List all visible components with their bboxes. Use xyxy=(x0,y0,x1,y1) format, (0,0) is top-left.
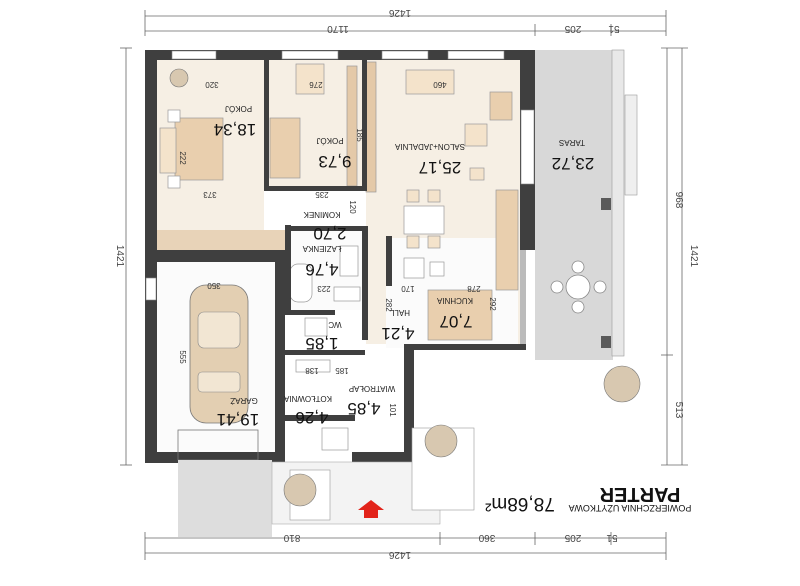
room-name-kotlownia: KOTŁOWNIA xyxy=(283,394,332,403)
room-area-salon: 25,17 xyxy=(419,158,462,177)
room-name-salon: SALON+JADALNIA xyxy=(394,142,465,151)
dim-top-a: 1170 xyxy=(327,23,349,34)
room-name-pokoj2: POKÓJ xyxy=(316,136,343,145)
room-name-hall: HALL xyxy=(389,308,410,317)
room-name-wiatrolap: WIATROŁAP xyxy=(349,384,396,393)
room-area-wc: 1,85 xyxy=(305,334,338,353)
dim-373: 373 xyxy=(203,190,217,199)
dim-right-a: 968 xyxy=(673,192,684,209)
dim-460: 460 xyxy=(433,80,447,89)
dim-276: 276 xyxy=(309,80,323,89)
dim-bottom-a: 810 xyxy=(283,532,300,543)
terrace xyxy=(535,49,638,360)
dim-223: 223 xyxy=(317,284,331,293)
title-parter: PARTER xyxy=(599,483,680,505)
dim-278: 278 xyxy=(467,284,481,293)
dim-top-c: 51 xyxy=(608,23,620,34)
room-area-wiatrolap: 4,85 xyxy=(347,399,380,418)
windows xyxy=(145,50,535,301)
room-area-pokoj2: 9,73 xyxy=(318,152,351,171)
room-name-garaz: GARAŻ xyxy=(230,396,258,405)
dim-120: 120 xyxy=(348,200,357,214)
dim-185: 185 xyxy=(335,366,349,375)
dim-282: 282 xyxy=(384,298,393,312)
inner-dimensions: 320 276 460 373 235 350 278 223 170 185 … xyxy=(178,80,497,417)
room-name-wc: WC xyxy=(328,320,342,329)
dim-555: 555 xyxy=(178,350,187,364)
room-area-garaz: 19,41 xyxy=(217,410,260,429)
walls xyxy=(145,50,535,463)
dim-top-total: 1426 xyxy=(388,7,411,18)
dim-left-total: 1421 xyxy=(114,245,125,268)
room-area-taras: 23,72 xyxy=(552,154,595,173)
dim-138: 138 xyxy=(305,366,319,375)
room-name-kuchnia: KUCHNIA xyxy=(436,296,473,305)
room-name-kominek: KOMINEK xyxy=(303,210,341,219)
room-name-lazienka: ŁAZIENKA xyxy=(302,244,341,253)
furniture xyxy=(159,61,519,451)
dim-320: 320 xyxy=(205,80,219,89)
title-area: 78,68m² xyxy=(485,493,555,514)
room-name-taras: TARAS xyxy=(559,138,585,147)
room-area-kominek: 2,70 xyxy=(313,224,346,243)
room-labels: POKÓJ 18,34 POKÓJ 9,73 SALON+JADALNIA 25… xyxy=(214,104,595,429)
dim-bottom-total: 1426 xyxy=(388,549,411,560)
room-area-kotlownia: 4,26 xyxy=(295,408,328,427)
car xyxy=(189,284,249,424)
dim-350: 350 xyxy=(207,281,221,290)
dim-right-b: 513 xyxy=(673,402,684,419)
dim-101: 101 xyxy=(388,403,397,417)
room-area-kuchnia: 7,07 xyxy=(439,312,472,331)
dim-185b: 185 xyxy=(355,128,364,142)
plants xyxy=(169,68,641,507)
dim-top-b: 205 xyxy=(564,23,581,34)
dim-bottom-c: 205 xyxy=(564,532,581,543)
room-area-pokoj1: 18,34 xyxy=(214,120,257,139)
dim-222: 222 xyxy=(178,151,187,165)
dim-292: 292 xyxy=(488,297,497,311)
dim-right-total: 1421 xyxy=(688,245,699,268)
title-subtitle: POWIERZCHNIA UŻYTKOWA xyxy=(569,503,692,513)
title-block: PARTER POWIERZCHNIA UŻYTKOWA 78,68m² xyxy=(485,483,691,514)
room-name-pokoj1: POKÓJ xyxy=(225,104,252,113)
dim-bottom-d: 51 xyxy=(606,532,618,543)
dim-bottom-b: 360 xyxy=(478,532,495,543)
dim-235: 235 xyxy=(315,190,329,199)
dimension-lines xyxy=(120,10,688,560)
room-area-lazienka: 4,76 xyxy=(305,260,338,279)
dim-170: 170 xyxy=(401,284,415,293)
room-area-hall: 4,21 xyxy=(381,324,414,343)
